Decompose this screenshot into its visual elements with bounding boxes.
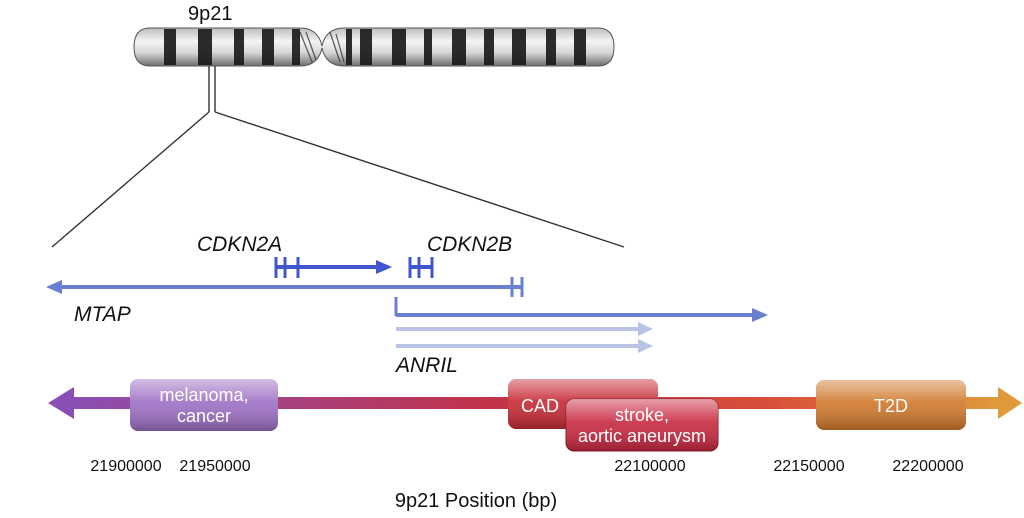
gene-label-mtap: MTAP [74,303,131,326]
axis-title: 9p21 Position (bp) [395,490,557,512]
gene-mtap [46,277,524,297]
stroke-label-line2: aortic aneurysm [578,426,706,446]
chromosome-ideogram [133,27,615,67]
gene-anril [394,297,768,353]
tick-label: 21950000 [179,458,250,475]
association-t2d: T2D [816,380,966,430]
melanoma-label-line2: cancer [177,406,231,426]
zoom-lines [51,66,625,248]
gene-label-anril: ANRIL [394,354,458,377]
tick-label: 22200000 [892,458,963,475]
gene-label-cdkn2a: CDKN2A [197,233,282,256]
t2d-label: T2D [874,396,908,416]
gene-label-cdkn2b: CDKN2B [427,233,512,256]
association-stroke: stroke, aortic aneurysm [565,398,719,452]
tick-label: 21900000 [90,458,161,475]
gene-cdkn2a [274,257,392,278]
tick-label: 22100000 [614,458,685,475]
association-melanoma: melanoma, cancer [130,379,278,431]
cad-label: CAD [521,396,559,416]
chromosome-band-label: 9p21 [188,3,233,25]
melanoma-label-line1: melanoma, [159,385,248,405]
stroke-label-line1: stroke, [615,405,669,425]
gene-cdkn2b [408,257,434,278]
tick-label: 22150000 [773,458,844,475]
